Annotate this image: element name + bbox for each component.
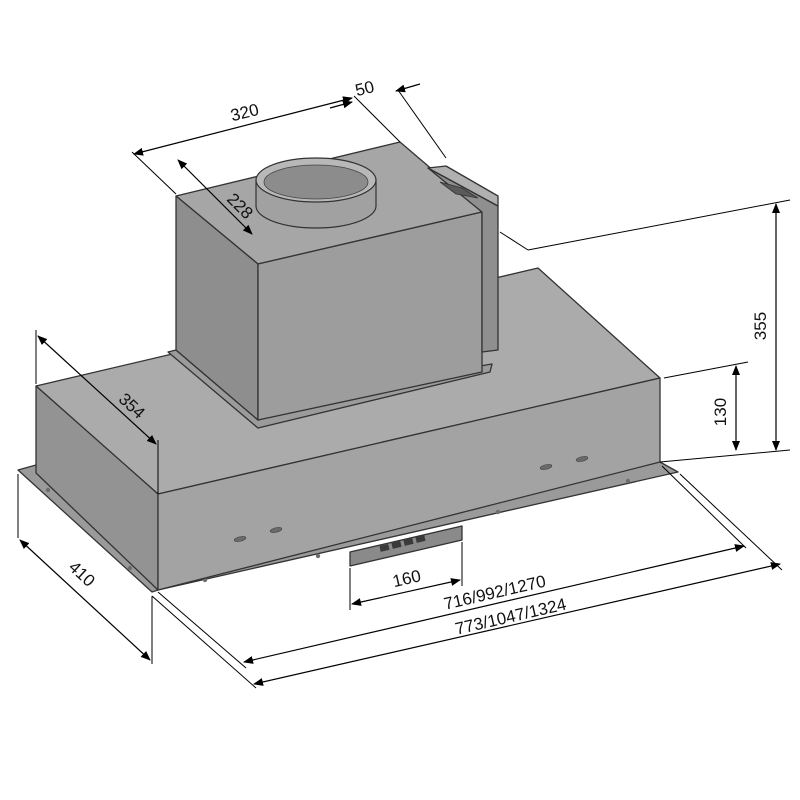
rear-vent [439,181,479,199]
dim-320-label: 320 [229,100,261,125]
dim-50: 50 [329,77,447,159]
round-duct-outlet [255,157,377,229]
dim-130: 130 [663,361,749,451]
dim-355-label: 355 [751,312,770,340]
dim-50-label: 50 [353,77,376,100]
front-indicator-slots [233,456,589,542]
dim-355: 355 [499,199,791,463]
dim-130-label: 130 [711,398,730,426]
dim-320: 320 [131,95,401,195]
rear-connector-top [427,165,499,207]
chimney-front-face [257,211,483,421]
dim-160-label: 160 [391,566,423,591]
